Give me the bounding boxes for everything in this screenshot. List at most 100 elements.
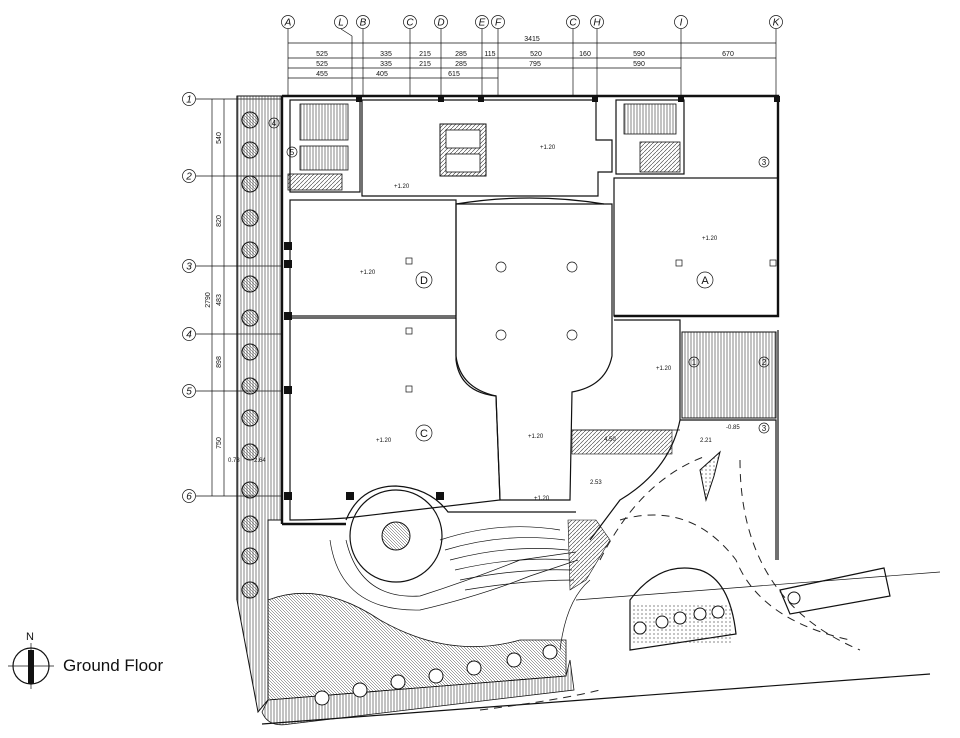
- marker-label: 5: [290, 148, 295, 157]
- dim-value: 670: [722, 51, 734, 58]
- grid-label: 6: [186, 492, 192, 503]
- driveway-paths: [479, 455, 861, 711]
- elevation-label: +1.20: [528, 434, 544, 440]
- tree-icon: [390, 674, 406, 690]
- grid-label: B: [360, 18, 367, 29]
- room-a: A 3: [613, 156, 779, 317]
- dim-value: 455: [316, 71, 328, 78]
- dim-value: 405: [376, 71, 388, 78]
- grid-column-c2: C: [566, 15, 580, 96]
- north-label: N: [26, 631, 34, 643]
- grid-column-f: F: [491, 15, 505, 96]
- dim-overall-top: 3415: [524, 36, 540, 43]
- grid-column-d: D: [434, 15, 448, 96]
- elevation-label: +1.20: [702, 236, 718, 242]
- tree-icon: [314, 690, 330, 706]
- elevation-label: +1.20: [656, 366, 672, 372]
- tree-icon: [241, 275, 259, 293]
- tree-icon: [241, 343, 259, 361]
- tree-icon: [787, 591, 801, 605]
- marker-label: 4: [272, 119, 277, 128]
- north-arrow-icon: [8, 643, 54, 689]
- dim-value: 285: [455, 51, 467, 58]
- tree-icon: [241, 409, 259, 427]
- marker-label: 3: [762, 158, 767, 167]
- tree-icon: [506, 652, 522, 668]
- tree-icon: [241, 141, 259, 159]
- tree-icon: [633, 621, 647, 635]
- north-lobby: [361, 99, 613, 205]
- room-d: D: [289, 199, 457, 317]
- ne-stair-core: [615, 99, 685, 175]
- dim-value: 483: [216, 294, 223, 306]
- se-stairs: 1 2 3: [681, 331, 777, 434]
- grid-label: I: [680, 18, 683, 29]
- grid-label: 5: [186, 387, 192, 398]
- marker-label: 1: [692, 358, 697, 367]
- dim-value: 285: [455, 61, 467, 68]
- grid-label: C: [406, 18, 414, 29]
- top-dimensions: 3415 525 335 215 285 115 520 160 590 670…: [288, 36, 776, 79]
- dim-value: 525: [316, 61, 328, 68]
- misc-label: 4.50: [604, 437, 616, 443]
- grid-column-h: H: [590, 15, 604, 96]
- room-label-c: C: [420, 428, 428, 440]
- elevation-marks: +1.20 +1.20 +1.20 +1.20 +1.20 +1.20 +1.2…: [360, 145, 740, 502]
- dim-value: 615: [448, 71, 460, 78]
- nw-stair-core: 4 5: [268, 99, 361, 193]
- tree-icon: [241, 209, 259, 227]
- grid-column-a: A: [281, 15, 295, 96]
- tree-icon: [466, 660, 482, 676]
- dim-value: 335: [380, 61, 392, 68]
- grid-label: A: [284, 18, 292, 29]
- misc-label: 2.21: [700, 438, 712, 444]
- top-grid: A L B C D E F: [281, 15, 783, 96]
- room-label-d: D: [420, 275, 428, 287]
- west-trees: [241, 111, 259, 599]
- grid-column-i: I: [674, 15, 688, 96]
- tree-icon: [711, 605, 725, 619]
- grid-column-k: K: [769, 15, 783, 96]
- elevation-label: +1.20: [540, 145, 556, 151]
- tree-icon: [673, 611, 687, 625]
- se-terrace: [571, 319, 777, 560]
- central-hall: [455, 203, 613, 501]
- dim-value: 820: [216, 215, 223, 227]
- grid-label: K: [773, 18, 781, 29]
- dim-value: 520: [530, 51, 542, 58]
- dim-value: 215: [419, 51, 431, 58]
- columns: [284, 96, 780, 500]
- dim-value: 525: [316, 51, 328, 58]
- dim-value: 795: [529, 61, 541, 68]
- grid-label: 1: [186, 95, 192, 106]
- elevation-label: +1.20: [394, 184, 410, 190]
- parking-island: [629, 567, 737, 651]
- tree-icon: [241, 443, 259, 461]
- tree-icon: [241, 241, 259, 259]
- dim-value: 898: [216, 356, 223, 368]
- grid-label: L: [338, 18, 344, 29]
- tree-icon: [241, 515, 259, 533]
- grid-label: 3: [186, 262, 192, 273]
- tree-icon: [241, 547, 259, 565]
- elevation-label: -0.85: [726, 425, 740, 431]
- dim-value: 590: [633, 51, 645, 58]
- tree-icon: [241, 377, 259, 395]
- tree-icon: [241, 481, 259, 499]
- east-island: [779, 567, 891, 615]
- grid-column-c1: C: [403, 15, 417, 96]
- grid-label: E: [479, 18, 486, 29]
- dim-value: 115: [484, 51, 495, 58]
- marker-label: 3: [762, 424, 767, 433]
- dim-value: 215: [419, 61, 431, 68]
- south-plaza: [329, 485, 611, 611]
- south-landscape: [261, 571, 941, 726]
- grid-label: 2: [185, 172, 192, 183]
- dim-value: 160: [579, 51, 591, 58]
- misc-labels: 4.50 2.21 0.78 2.64 2.53: [228, 437, 712, 486]
- tree-icon: [241, 111, 259, 129]
- tree-icon: [352, 682, 368, 698]
- tree-icon: [542, 644, 558, 660]
- dim-value: 540: [216, 132, 223, 144]
- tree-icon: [428, 668, 444, 684]
